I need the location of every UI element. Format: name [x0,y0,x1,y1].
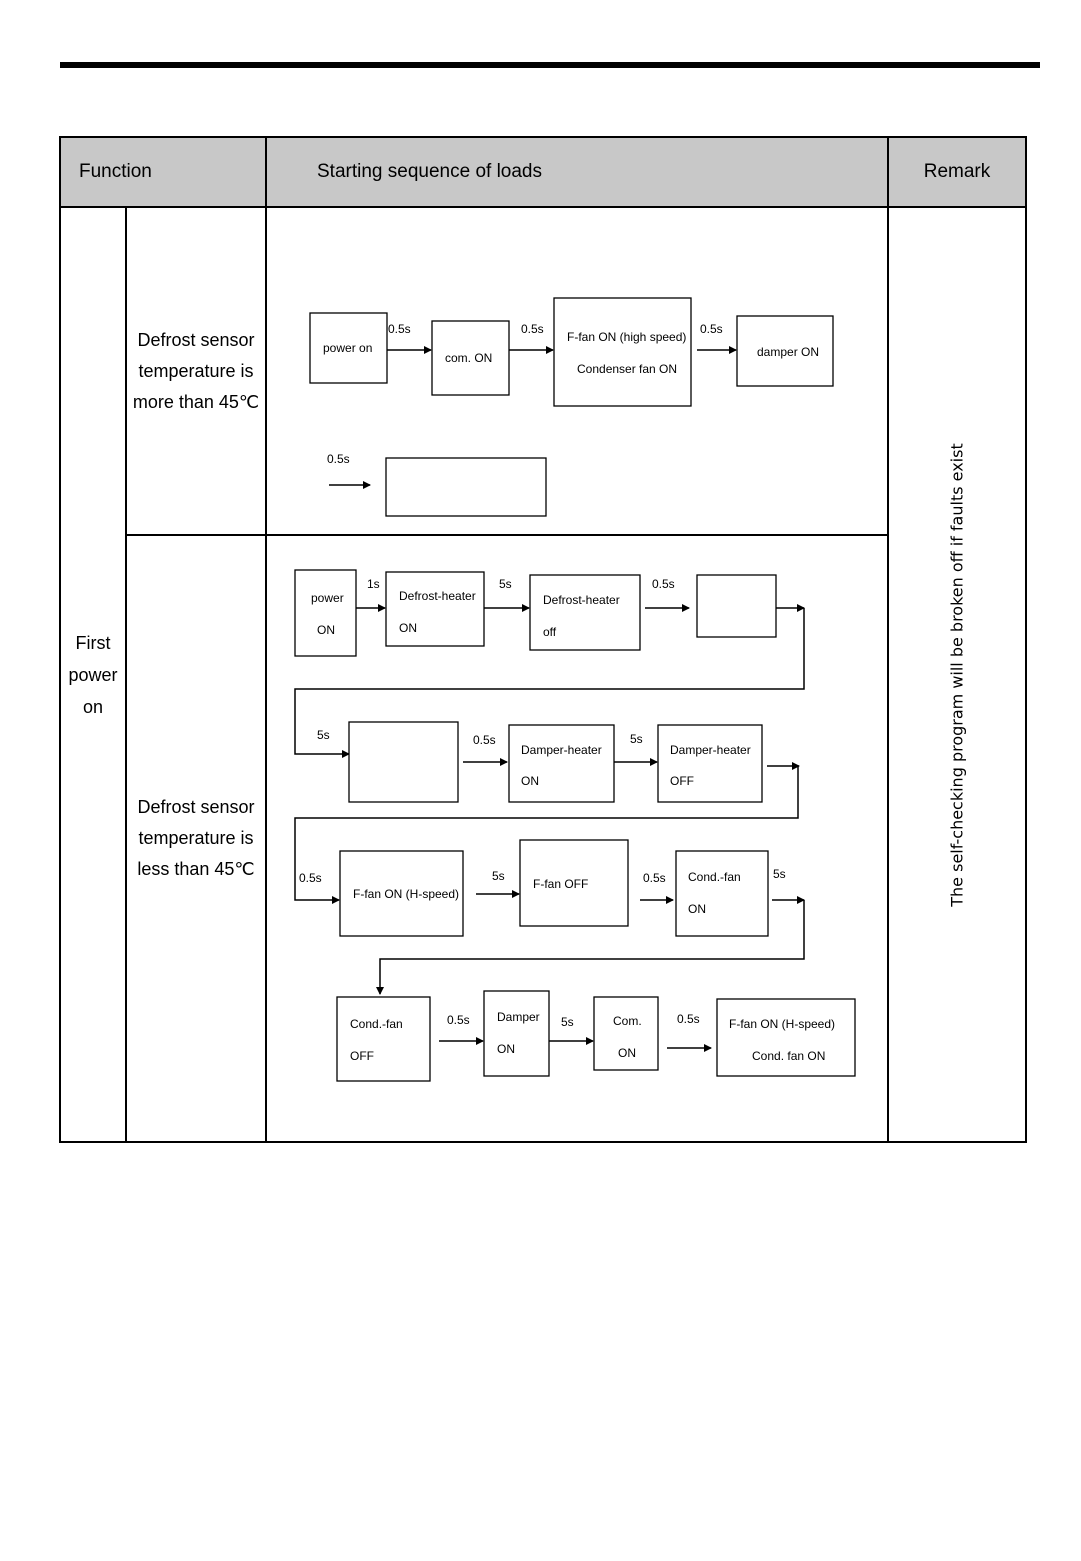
box-blank-r1 [696,574,777,638]
box-damper-heater-off-label-2: OFF [670,774,694,788]
box-power-on [309,312,388,384]
box-ffan-label: F-fan ON (high speed) [567,330,686,344]
box-damper-heater-on [508,724,615,803]
connector-r2-r3 [294,766,799,904]
flow-diagram-less: power ON 1s Defrost-heater ON 5s Defrost… [294,569,856,1082]
remark-text: The self-checking program will be broken… [947,442,967,907]
box-defrost-on-label-1: Defrost-heater [399,589,476,603]
box-ffan-hspeed [339,850,464,937]
delay-r1-3: 0.5s [652,577,675,591]
delay-3: 0.5s [700,322,723,336]
box-ffan-cond-on-label-1: F-fan ON (H-speed) [729,1017,835,1031]
header-function: Function [59,136,267,208]
remark-cell: The self-checking program will be broken… [887,206,1027,1143]
box-ffan-condenser [553,297,692,407]
box-power-label-2: ON [317,623,335,637]
box-cond-fan-off [336,996,431,1082]
box-defrost-off-label-2: off [543,625,557,639]
box-defrost-on-label-2: ON [399,621,417,635]
first-power-on-line-3: on [82,696,104,717]
box-ffan-off-label: F-fan OFF [533,877,588,891]
box-blank-r2 [348,721,459,803]
first-power-on-cell: First power on [59,206,127,1143]
box-damper-heater-on-label-1: Damper-heater [521,743,602,757]
delay-r3-2: 5s [492,869,505,883]
first-power-on-line-1: First [75,632,111,653]
diagram-more-cell: power on 0.5s com. ON 0.5s F-fan ON (hig… [265,206,889,536]
delay-r1-1: 1s [367,577,380,591]
box-blank-more [385,457,547,517]
box-ffan-off [519,839,629,927]
box-damper-heater-off-label-1: Damper-heater [670,743,751,757]
box-cond-fan-off-label-2: OFF [350,1049,374,1063]
condition-less-line-2: temperature is [138,828,254,848]
delay-r1-2: 5s [499,577,512,591]
box-condenser-label: Condenser fan ON [577,362,677,376]
box-defrost-heater-on [385,571,485,647]
starting-sequence-table: Function Starting sequence of loads Rema… [59,136,1027,1143]
box-cond-fan-on-label-1: Cond.-fan [688,870,741,884]
box-com-on-2 [593,996,659,1071]
connector-r3-r4 [376,900,805,995]
box-com-on-label-2: ON [618,1046,636,1060]
box-power-on-2 [294,569,357,657]
top-rule [60,62,1040,68]
condition-less-than-cell: Defrost sensor temperature is less than … [125,534,267,1143]
box-ffan-hspeed-label: F-fan ON (H-speed) [353,887,459,901]
row-more-than: First power on Defrost sensor temperatur… [59,206,1027,1143]
condition-less-line-1: Defrost sensor [137,797,255,817]
box-damper-on-label: damper ON [757,345,819,359]
box-power-label-1: power [311,591,344,605]
delay-r3-4: 5s [773,867,786,881]
delay-4: 0.5s [327,452,350,466]
box-damper-heater-off [657,724,763,803]
connector-r1-r2 [294,608,805,758]
box-com-on [431,320,510,396]
header-sequence: Starting sequence of loads [265,136,889,208]
box-defrost-heater-off [529,574,641,651]
delay-2: 0.5s [521,322,544,336]
box-damper-on [736,315,834,387]
box-damper-on-label-2: ON [497,1042,515,1056]
condition-more-line-2: temperature is [138,360,254,381]
box-cond-fan-on [675,850,769,937]
first-power-on-line-2: power [68,664,118,685]
delay-r4-3: 0.5s [677,1012,700,1026]
box-damper-on-2 [483,990,550,1077]
delay-r3-3: 0.5s [643,871,666,885]
box-power-on-label: power on [323,341,372,355]
delay-r4-2: 5s [561,1015,574,1029]
flow-diagram-more: power on 0.5s com. ON 0.5s F-fan ON (hig… [309,297,834,517]
condition-more-line-3: more than 45℃ [132,391,260,412]
condition-more-line-1: Defrost sensor [137,329,255,350]
delay-r2-1: 5s [317,728,330,742]
box-cond-fan-off-label-1: Cond.-fan [350,1017,403,1031]
delay-r4-1: 0.5s [447,1013,470,1027]
box-damper-on-label-1: Damper [497,1010,540,1024]
delay-r2-3: 5s [630,732,643,746]
box-com-on-label: com. ON [445,351,492,365]
box-cond-fan-on-label-2: ON [688,902,706,916]
delay-r3-1: 0.5s [299,871,322,885]
condition-less-line-3: less than 45℃ [137,859,255,879]
table-header-row: Function Starting sequence of loads Rema… [59,136,1027,208]
condition-more-than-cell: Defrost sensor temperature is more than … [125,206,267,536]
box-ffan-cond-on [716,998,856,1077]
box-defrost-off-label-1: Defrost-heater [543,593,620,607]
row-less-than: Defrost sensor temperature is less than … [60,534,1026,1143]
delay-1: 0.5s [388,322,411,336]
diagram-less-cell: power ON 1s Defrost-heater ON 5s Defrost… [265,534,889,1143]
box-ffan-cond-on-label-2: Cond. fan ON [752,1049,825,1063]
header-remark: Remark [887,136,1027,208]
box-damper-heater-on-label-2: ON [521,774,539,788]
box-com-on-label-1: Com. [613,1014,642,1028]
delay-r2-2: 0.5s [473,733,496,747]
